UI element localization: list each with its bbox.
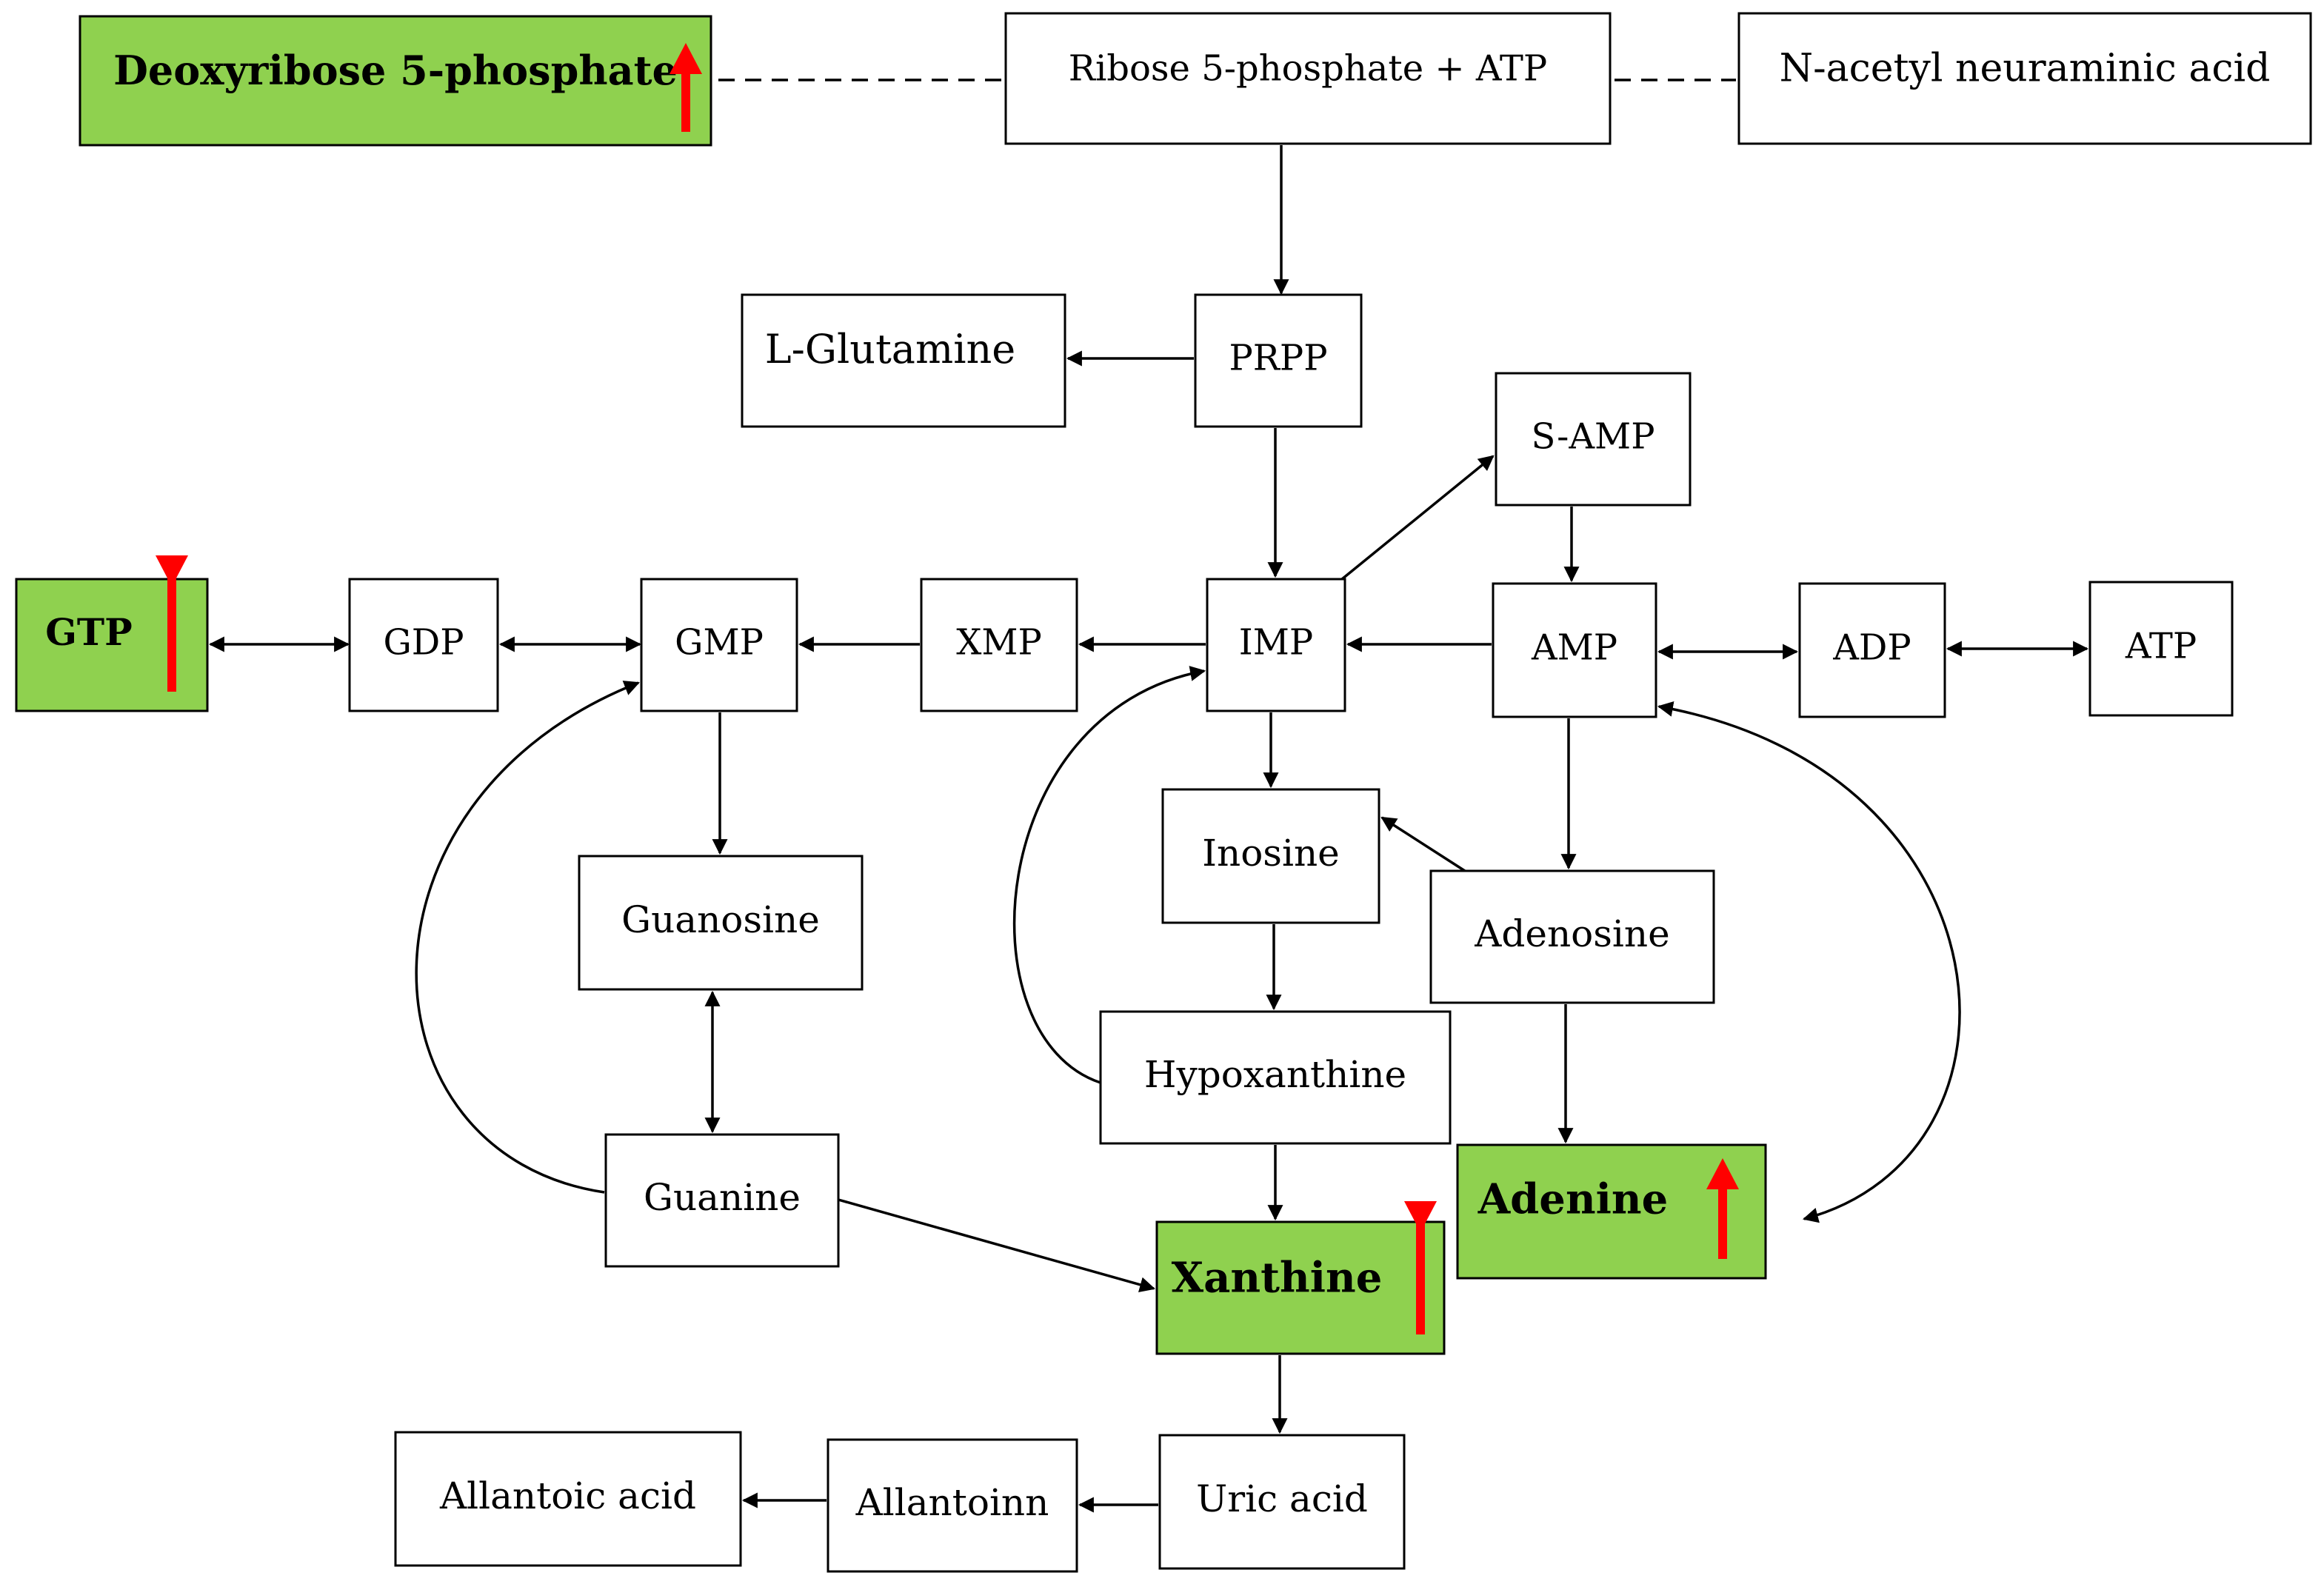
node-box-atp <box>2088 581 2234 717</box>
node-gdp: GDP <box>348 578 499 712</box>
trend-down-icon <box>156 555 188 692</box>
node-box-xmp <box>920 578 1078 712</box>
node-box-gdp <box>348 578 499 712</box>
node-label-guanosine: Guanosine <box>621 898 820 941</box>
node-gmp: GMP <box>640 578 798 712</box>
node-uric: Uric acid <box>1158 1434 1406 1570</box>
node-xmp: XMP <box>920 578 1078 712</box>
node-deoxyribose: Deoxyribose 5-phosphate <box>79 15 712 147</box>
node-label-gdp: GDP <box>383 622 464 664</box>
node-amp: AMP <box>1492 582 1657 718</box>
node-box-guanosine <box>578 855 864 991</box>
node-box-samp <box>1495 372 1692 507</box>
node-label-amp: AMP <box>1531 627 1617 669</box>
node-adenosine: Adenosine <box>1429 869 1715 1004</box>
node-glutamine: L-Glutamine <box>741 293 1066 428</box>
node-box-allantoic <box>394 1431 742 1567</box>
node-box-allantoinn <box>827 1438 1078 1573</box>
node-label-imp: IMP <box>1239 622 1313 664</box>
trend-up-icon <box>1706 1158 1739 1259</box>
node-box-glutamine <box>741 293 1066 428</box>
node-allantoic: Allantoic acid <box>394 1431 742 1567</box>
node-box-ribose <box>1004 12 1612 145</box>
trend-up-icon <box>670 43 702 132</box>
node-guanine: Guanine <box>604 1133 840 1268</box>
node-neuraminic: N-acetyl neuraminic acid <box>1737 12 2312 145</box>
node-box-neuraminic <box>1737 12 2312 145</box>
node-box-deoxyribose <box>79 15 712 147</box>
node-label-glutamine: L-Glutamine <box>765 326 1015 372</box>
node-box-uric <box>1158 1434 1406 1570</box>
node-label-adenosine: Adenosine <box>1474 912 1669 955</box>
edge-guanine-gmp <box>415 681 640 1194</box>
node-box-adp <box>1798 582 1946 718</box>
nodes-layer: Deoxyribose 5-phosphate Ribose 5-phosphat… <box>15 12 2312 1573</box>
node-box-imp <box>1206 578 1346 712</box>
node-label-adenine: Adenine <box>1477 1175 1669 1224</box>
node-label-atp: ATP <box>2125 626 2197 667</box>
node-samp: S-AMP <box>1495 372 1692 507</box>
node-box-gmp <box>640 578 798 712</box>
node-label-uric: Uric acid <box>1196 1477 1368 1520</box>
node-label-hypoxanthine: Hypoxanthine <box>1144 1053 1406 1096</box>
node-label-deoxyribose: Deoxyribose 5-phosphate <box>113 47 678 94</box>
node-label-guanine: Guanine <box>644 1176 801 1219</box>
node-label-ribose: Ribose 5-phosphate + ATP <box>1069 48 1547 90</box>
node-inosine: Inosine <box>1161 788 1380 924</box>
node-prpp: PRPP <box>1194 293 1363 428</box>
node-label-adp: ADP <box>1832 627 1911 669</box>
node-label-neuraminic: N-acetyl neuraminic acid <box>1780 47 2271 91</box>
node-box-hypoxanthine <box>1099 1010 1452 1145</box>
node-gtp: GTP <box>15 555 209 712</box>
node-label-inosine: Inosine <box>1202 832 1340 875</box>
node-label-allantoinn: Allantoinn <box>855 1481 1049 1524</box>
node-adenine: Adenine <box>1456 1143 1767 1280</box>
node-label-xanthine: Xanthine <box>1172 1254 1383 1303</box>
trend-down-icon <box>1404 1201 1437 1334</box>
node-allantoinn: Allantoinn <box>827 1438 1078 1573</box>
edge-imp-samp <box>1340 455 1495 581</box>
node-guanosine: Guanosine <box>578 855 864 991</box>
node-xanthine: Xanthine <box>1155 1201 1446 1355</box>
node-adp: ADP <box>1798 582 1946 718</box>
edge-adenine-amp <box>1657 701 1961 1223</box>
node-box-adenosine <box>1429 869 1715 1004</box>
node-box-xanthine <box>1155 1220 1446 1355</box>
edge-hypoxanthine-imp <box>1012 666 1206 1084</box>
node-label-samp: S-AMP <box>1532 416 1655 458</box>
edges-layer <box>208 78 2089 1513</box>
node-box-guanine <box>604 1133 840 1268</box>
node-box-inosine <box>1161 788 1380 924</box>
node-hypoxanthine: Hypoxanthine <box>1099 1010 1452 1145</box>
node-label-allantoic: Allantoic acid <box>439 1474 696 1517</box>
edge-guanine-xanthine <box>838 1198 1156 1292</box>
node-box-prpp <box>1194 293 1363 428</box>
node-imp: IMP <box>1206 578 1346 712</box>
node-ribose: Ribose 5-phosphate + ATP <box>1004 12 1612 145</box>
node-box-amp <box>1492 582 1657 718</box>
node-label-gmp: GMP <box>675 622 764 664</box>
node-box-adenine <box>1456 1143 1767 1280</box>
node-label-xmp: XMP <box>956 622 1042 664</box>
node-atp: ATP <box>2088 581 2234 717</box>
node-label-gtp: GTP <box>45 610 133 654</box>
edge-adenosine-inosine <box>1380 816 1466 872</box>
node-label-prpp: PRPP <box>1229 338 1327 379</box>
